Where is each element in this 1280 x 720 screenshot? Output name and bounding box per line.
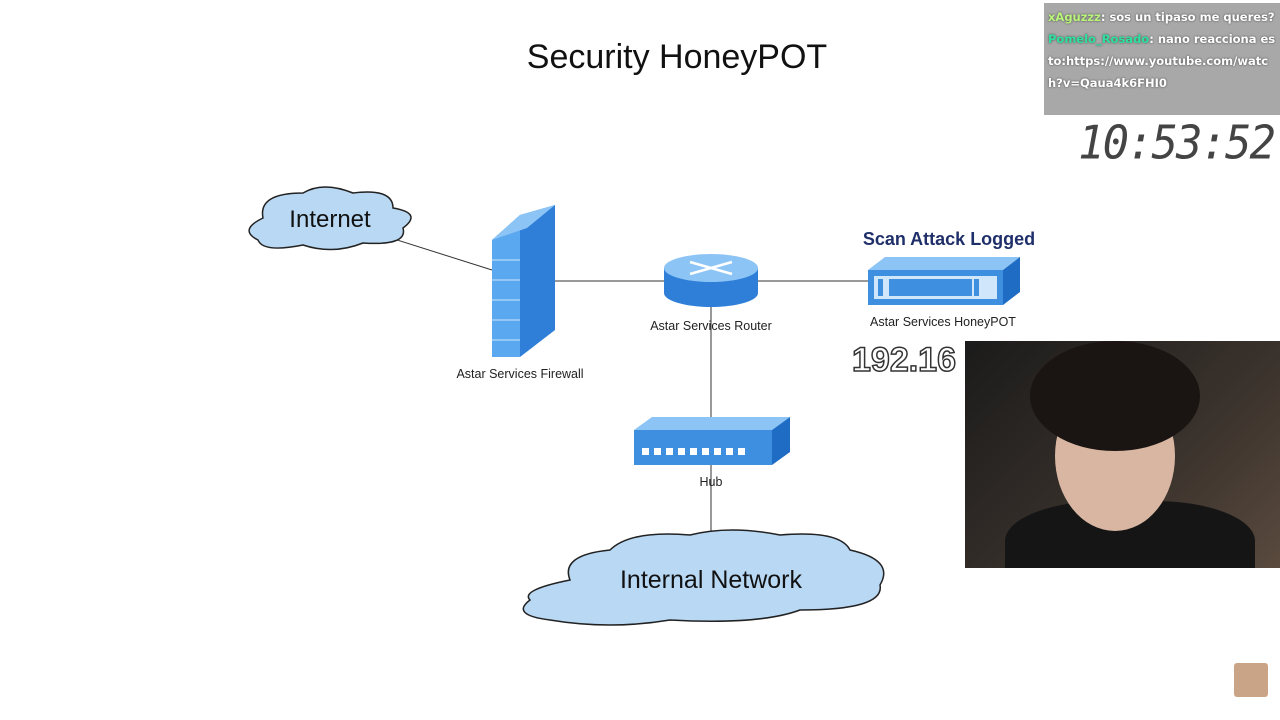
chat-message: xAguzzz: sos un tipaso me queres? — [1048, 10, 1275, 24]
internal-network-label: Internal Network — [620, 566, 803, 594]
internal-network-cloud-icon: Internal Network — [522, 529, 885, 626]
firewall-icon — [492, 205, 555, 357]
internet-cloud-icon: Internet — [248, 186, 412, 251]
webcam-person-hair — [1030, 341, 1200, 451]
channel-avatar — [1234, 663, 1268, 697]
router-label: Astar Services Router — [650, 319, 772, 333]
chat-message: Pomelo_Rosado: nano reacciona esto:https… — [1048, 32, 1276, 90]
hub-label: Hub — [700, 475, 723, 489]
chat-username: Pomelo_Rosado — [1048, 32, 1150, 46]
ip-address-text: 192.16 — [852, 341, 956, 379]
honeypot-label: Astar Services HoneyPOT — [870, 315, 1016, 329]
slide-title: Security HoneyPOT — [527, 38, 827, 76]
clock-display: 10:53:52 — [1078, 116, 1276, 171]
webcam-overlay — [965, 341, 1280, 568]
chat-username: xAguzzz — [1048, 10, 1101, 24]
honeypot-status: Scan Attack Logged — [863, 229, 1035, 249]
router-icon — [664, 254, 758, 307]
internet-label: Internet — [289, 206, 371, 233]
hub-icon — [634, 417, 790, 465]
stream-chat-overlay: xAguzzz: sos un tipaso me queres? Pomelo… — [1044, 3, 1280, 115]
links — [374, 232, 868, 540]
chat-text: sos un tipaso me queres? — [1109, 10, 1275, 24]
chat-text: nano reacciona esto:https://www.youtube.… — [1048, 32, 1276, 90]
firewall-label: Astar Services Firewall — [456, 367, 583, 381]
honeypot-server-icon — [868, 257, 1020, 305]
